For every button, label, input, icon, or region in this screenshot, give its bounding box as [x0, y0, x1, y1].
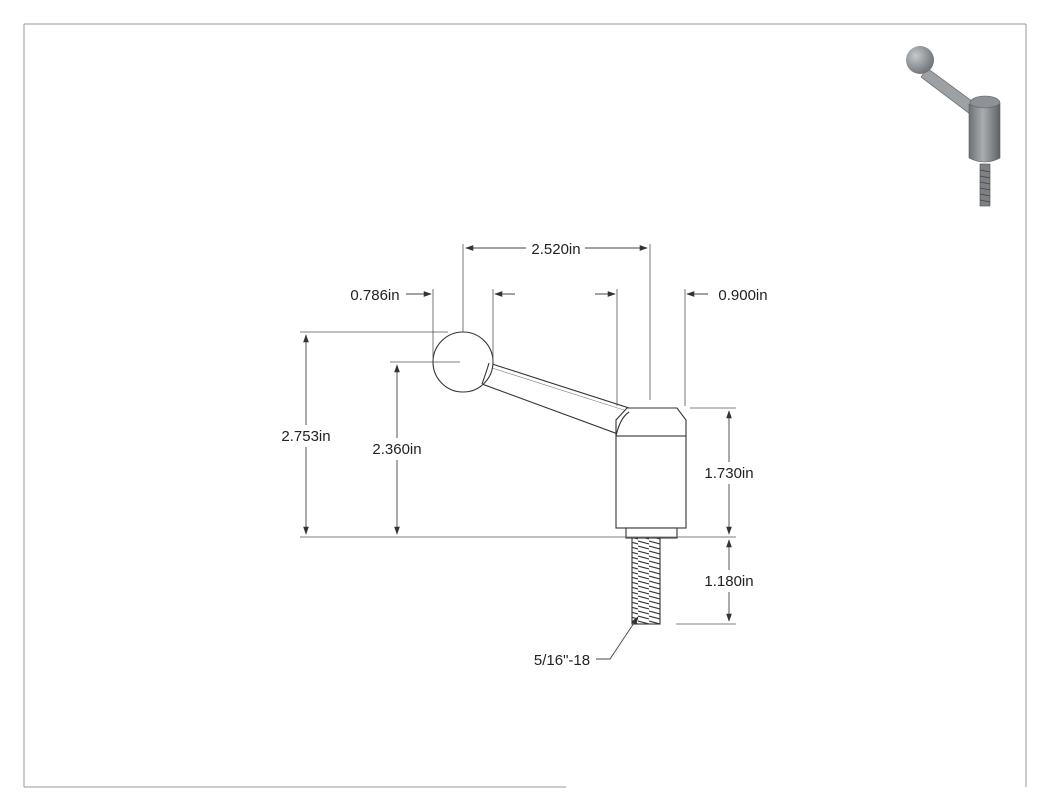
lever-arm	[481, 362, 630, 435]
dim-thread-length: 1.180in	[676, 539, 754, 625]
dim-ball-diameter-label: 0.786in	[350, 287, 399, 304]
dim-thread-length-label: 1.180in	[704, 573, 753, 590]
dim-handle-span: 2.520in	[462, 241, 651, 400]
dim-body-height-label: 1.730in	[704, 465, 753, 482]
body-cylinder	[615, 435, 687, 529]
dim-handle-span-label: 2.520in	[531, 241, 580, 258]
dim-body-diameter-label: 0.900in	[718, 287, 767, 304]
thread-callout: 5/16"-18	[534, 616, 639, 669]
sheet-border	[23, 23, 1027, 788]
threaded-stud	[631, 537, 661, 625]
dim-ball-center-height: 2.360in	[372, 361, 460, 535]
dim-overall-height: 2.753in	[281, 331, 448, 535]
dim-ball-diameter: 0.786in	[350, 287, 515, 362]
thread-callout-label: 5/16"-18	[534, 652, 590, 669]
dim-body-height: 1.730in	[690, 407, 754, 535]
dim-body-diameter: 0.900in	[595, 287, 768, 406]
body-cap	[615, 407, 687, 437]
dim-ball-center-height-label: 2.360in	[372, 441, 421, 458]
adjustable-handle-part	[432, 331, 687, 625]
body-collar	[625, 527, 678, 539]
thumbnail-ball	[906, 46, 934, 74]
isometric-thumbnail	[906, 46, 1001, 207]
dim-overall-height-label: 2.753in	[281, 428, 330, 445]
